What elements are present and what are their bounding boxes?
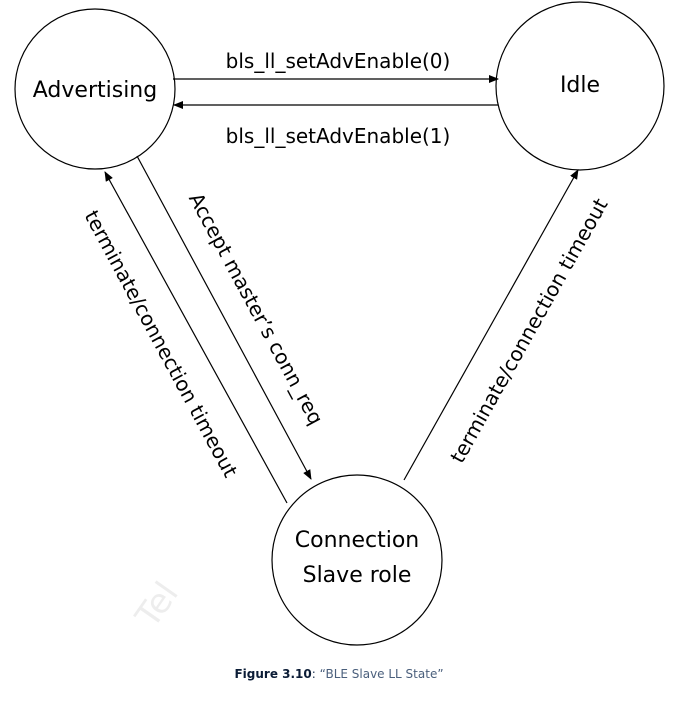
edge-connection-to-advertising: terminate/connection timeout: [80, 171, 288, 504]
caption-separator: :: [311, 667, 320, 681]
state-connection-label: Connection: [295, 528, 419, 553]
state-connection-slave: Connection Slave role: [271, 474, 443, 646]
edge-advertising-to-idle: bls_ll_setAdvEnable(0): [173, 49, 499, 83]
state-advertising: Advertising: [14, 8, 176, 170]
state-idle-label: Idle: [560, 73, 600, 98]
caption-label: Figure 3.10: [234, 667, 312, 681]
edge-accept-conn-req-label: Accept master’s conn_req: [184, 189, 328, 429]
edge-adv-enable-1-label: bls_ll_setAdvEnable(1): [226, 124, 451, 148]
state-slave-role-label: Slave role: [303, 563, 412, 588]
edge-connection-to-idle: terminate/connection timeout: [403, 169, 613, 481]
state-advertising-label: Advertising: [33, 78, 157, 103]
edge-adv-enable-0-label: bls_ll_setAdvEnable(0): [226, 49, 451, 73]
edge-terminate-timeout-right-label: terminate/connection timeout: [445, 194, 613, 467]
edge-idle-to-advertising: bls_ll_setAdvEnable(1): [173, 101, 498, 148]
state-idle: Idle: [495, 1, 665, 171]
caption-text: “BLE Slave LL State”: [319, 667, 444, 681]
edge-advertising-to-connection: Accept master’s conn_req: [136, 155, 328, 480]
figure-caption: Figure 3.10: “BLE Slave LL State”: [0, 667, 678, 681]
